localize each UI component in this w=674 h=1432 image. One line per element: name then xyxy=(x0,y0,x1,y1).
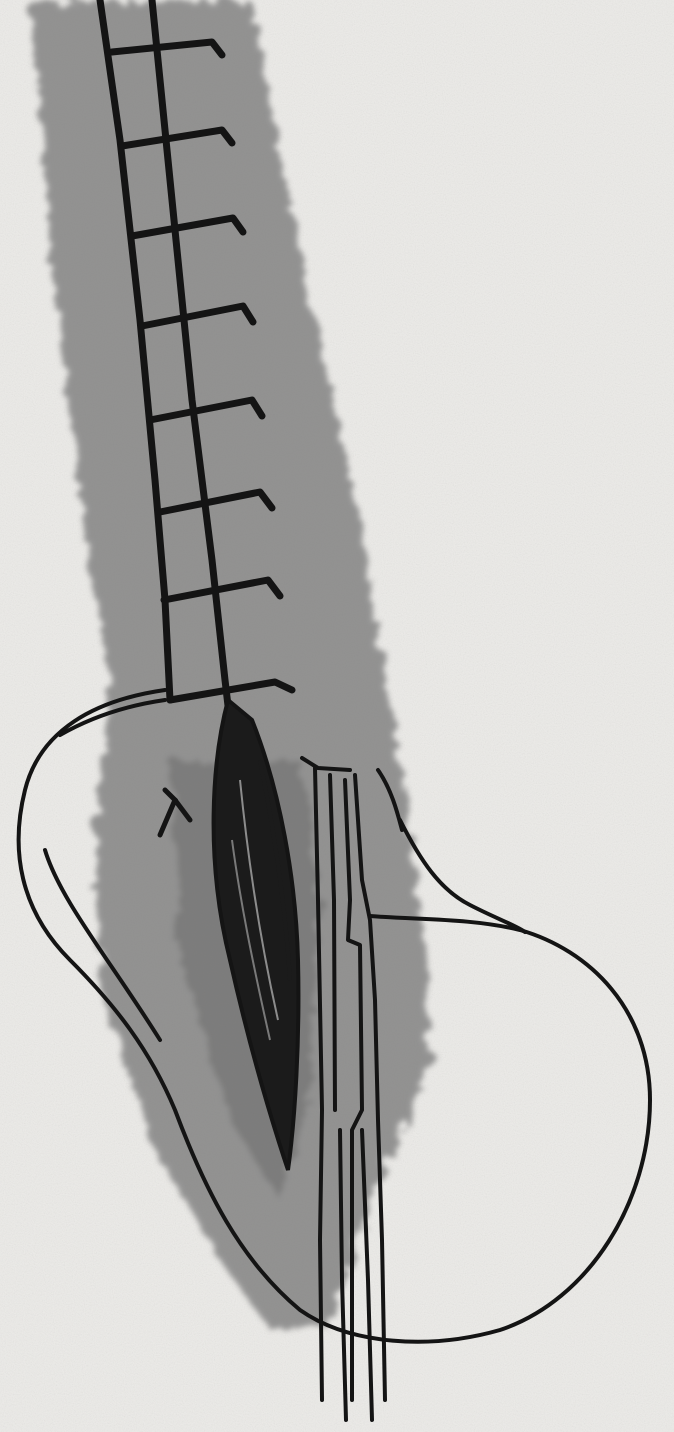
drawing-canvas xyxy=(0,0,674,1432)
anatomical-line-drawing xyxy=(0,0,674,1432)
